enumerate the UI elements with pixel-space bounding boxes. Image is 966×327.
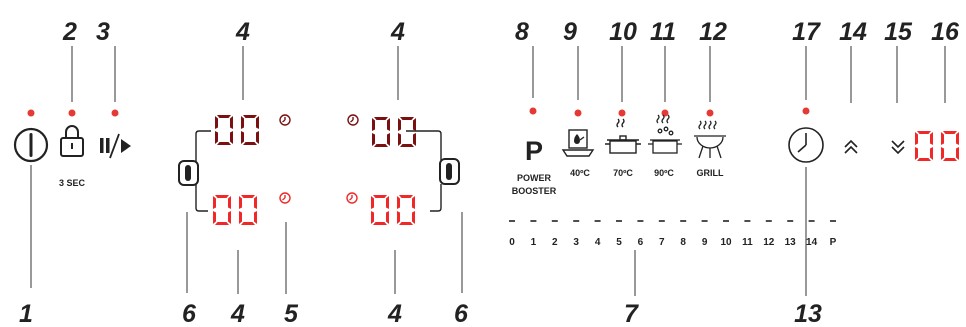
callout-9: 9 bbox=[563, 18, 577, 46]
pause-play-button[interactable] bbox=[100, 133, 131, 159]
scale-label: 13 bbox=[785, 237, 797, 248]
zone-top-left-value: 00 bbox=[0, 0, 18, 4]
scale-label: 14 bbox=[806, 237, 818, 248]
callout-5: 5 bbox=[284, 300, 299, 327]
pause-led bbox=[111, 109, 119, 117]
callout-10: 10 bbox=[609, 18, 637, 46]
timer-icon-bottom-left bbox=[279, 192, 291, 204]
timer-icon-bottom-right bbox=[346, 192, 358, 204]
zone-display-bottom-left bbox=[213, 195, 257, 225]
scale-label: 4 bbox=[595, 237, 601, 248]
callout-6-right: 6 bbox=[454, 300, 469, 327]
callout-1: 1 bbox=[19, 300, 33, 327]
leader-lines bbox=[30, 46, 946, 296]
scale-label: 9 bbox=[702, 237, 708, 248]
callout-8: 8 bbox=[515, 18, 529, 46]
timer-value: 00 bbox=[0, 0, 18, 4]
callout-14: 14 bbox=[839, 18, 867, 46]
callout-3: 3 bbox=[96, 18, 110, 46]
timer-icon-top-right bbox=[347, 114, 359, 126]
simmer-90-button[interactable] bbox=[648, 114, 682, 154]
callout-4-top-right: 4 bbox=[390, 18, 405, 46]
grill-label: GRILL bbox=[697, 168, 724, 178]
right-zone-display: 00 00 bbox=[0, 0, 460, 225]
timer-icon-top-left bbox=[279, 114, 291, 126]
timer-led bbox=[802, 107, 810, 115]
callout-16: 16 bbox=[931, 18, 960, 46]
lock-button[interactable] bbox=[60, 125, 84, 157]
scale-label: 3 bbox=[573, 237, 579, 248]
zone-select-button-right[interactable] bbox=[439, 158, 460, 185]
scale-label: 0 bbox=[509, 237, 515, 248]
temp-40-label: 40ºC bbox=[570, 168, 590, 178]
scale-label: 5 bbox=[616, 237, 622, 248]
lock-hint-label: 3 SEC bbox=[59, 178, 86, 188]
timer-display bbox=[915, 131, 959, 161]
zone-display-top-right bbox=[372, 117, 416, 147]
callout-4-bottom-right: 4 bbox=[387, 300, 402, 327]
zone-select-button-left[interactable] bbox=[178, 160, 199, 186]
temp-70-label: 70ºC bbox=[613, 168, 633, 178]
lock-led bbox=[68, 109, 76, 117]
power-led bbox=[27, 109, 35, 117]
power-booster-symbol: P bbox=[525, 136, 543, 166]
scale-label: 7 bbox=[659, 237, 665, 248]
power-booster-button[interactable]: P bbox=[525, 136, 543, 166]
callout-11: 11 bbox=[650, 18, 676, 46]
chevron-up-icon bbox=[844, 139, 858, 154]
pause-play-icon bbox=[100, 133, 131, 159]
booster-led bbox=[529, 107, 537, 115]
scale-label: 10 bbox=[720, 237, 732, 248]
callout-17: 17 bbox=[792, 18, 821, 46]
pot-steam-icon bbox=[605, 118, 641, 154]
scale-label: 2 bbox=[552, 237, 558, 248]
callout-13: 13 bbox=[794, 300, 822, 327]
timer-decrease-button[interactable] bbox=[891, 140, 905, 155]
timer-increase-button[interactable] bbox=[844, 139, 858, 154]
power-button[interactable] bbox=[13, 127, 49, 163]
scale-label: 6 bbox=[638, 237, 644, 248]
temp40-led bbox=[574, 109, 582, 117]
grill-button[interactable] bbox=[694, 120, 726, 159]
temp90-led bbox=[661, 109, 669, 117]
power-booster-label-2: BOOSTER bbox=[512, 186, 557, 196]
melt-40-button[interactable] bbox=[561, 129, 595, 157]
callout-4-top-left: 4 bbox=[235, 18, 250, 46]
grill-icon bbox=[694, 120, 726, 159]
chevron-down-icon bbox=[891, 140, 905, 155]
zone-bottom-right-value: 00 bbox=[0, 0, 18, 4]
left-zone-display: 00 00 bbox=[0, 0, 291, 225]
power-icon bbox=[13, 127, 49, 163]
scale-label: 8 bbox=[680, 237, 686, 248]
melt-icon bbox=[561, 129, 595, 157]
boil-pot-icon bbox=[648, 114, 682, 154]
temp70-led bbox=[618, 109, 626, 117]
lock-icon bbox=[60, 125, 84, 157]
indicator-leds bbox=[27, 107, 810, 117]
zone-top-right-value: 00 bbox=[0, 0, 18, 4]
power-booster-label-1: POWER bbox=[517, 173, 552, 183]
scale-label: 12 bbox=[763, 237, 775, 248]
callout-7: 7 bbox=[624, 300, 639, 327]
callout-2: 2 bbox=[62, 18, 77, 46]
scale-label: 1 bbox=[531, 237, 537, 248]
callout-12: 12 bbox=[699, 18, 727, 46]
scale-label: 11 bbox=[742, 237, 753, 248]
zone-bottom-left-value: 00 bbox=[0, 0, 18, 4]
clock-icon bbox=[788, 127, 824, 163]
zone-display-top-left bbox=[215, 115, 259, 145]
zone-display-bottom-right bbox=[371, 195, 415, 225]
grill-led bbox=[706, 109, 714, 117]
keep-warm-70-button[interactable] bbox=[605, 118, 641, 154]
temp-90-label: 90ºC bbox=[654, 168, 674, 178]
timer-button[interactable] bbox=[788, 127, 824, 163]
scale-label: P bbox=[830, 237, 837, 248]
callout-15: 15 bbox=[884, 18, 913, 46]
callout-4-bottom-left: 4 bbox=[230, 300, 245, 327]
callout-6-left: 6 bbox=[182, 300, 197, 327]
